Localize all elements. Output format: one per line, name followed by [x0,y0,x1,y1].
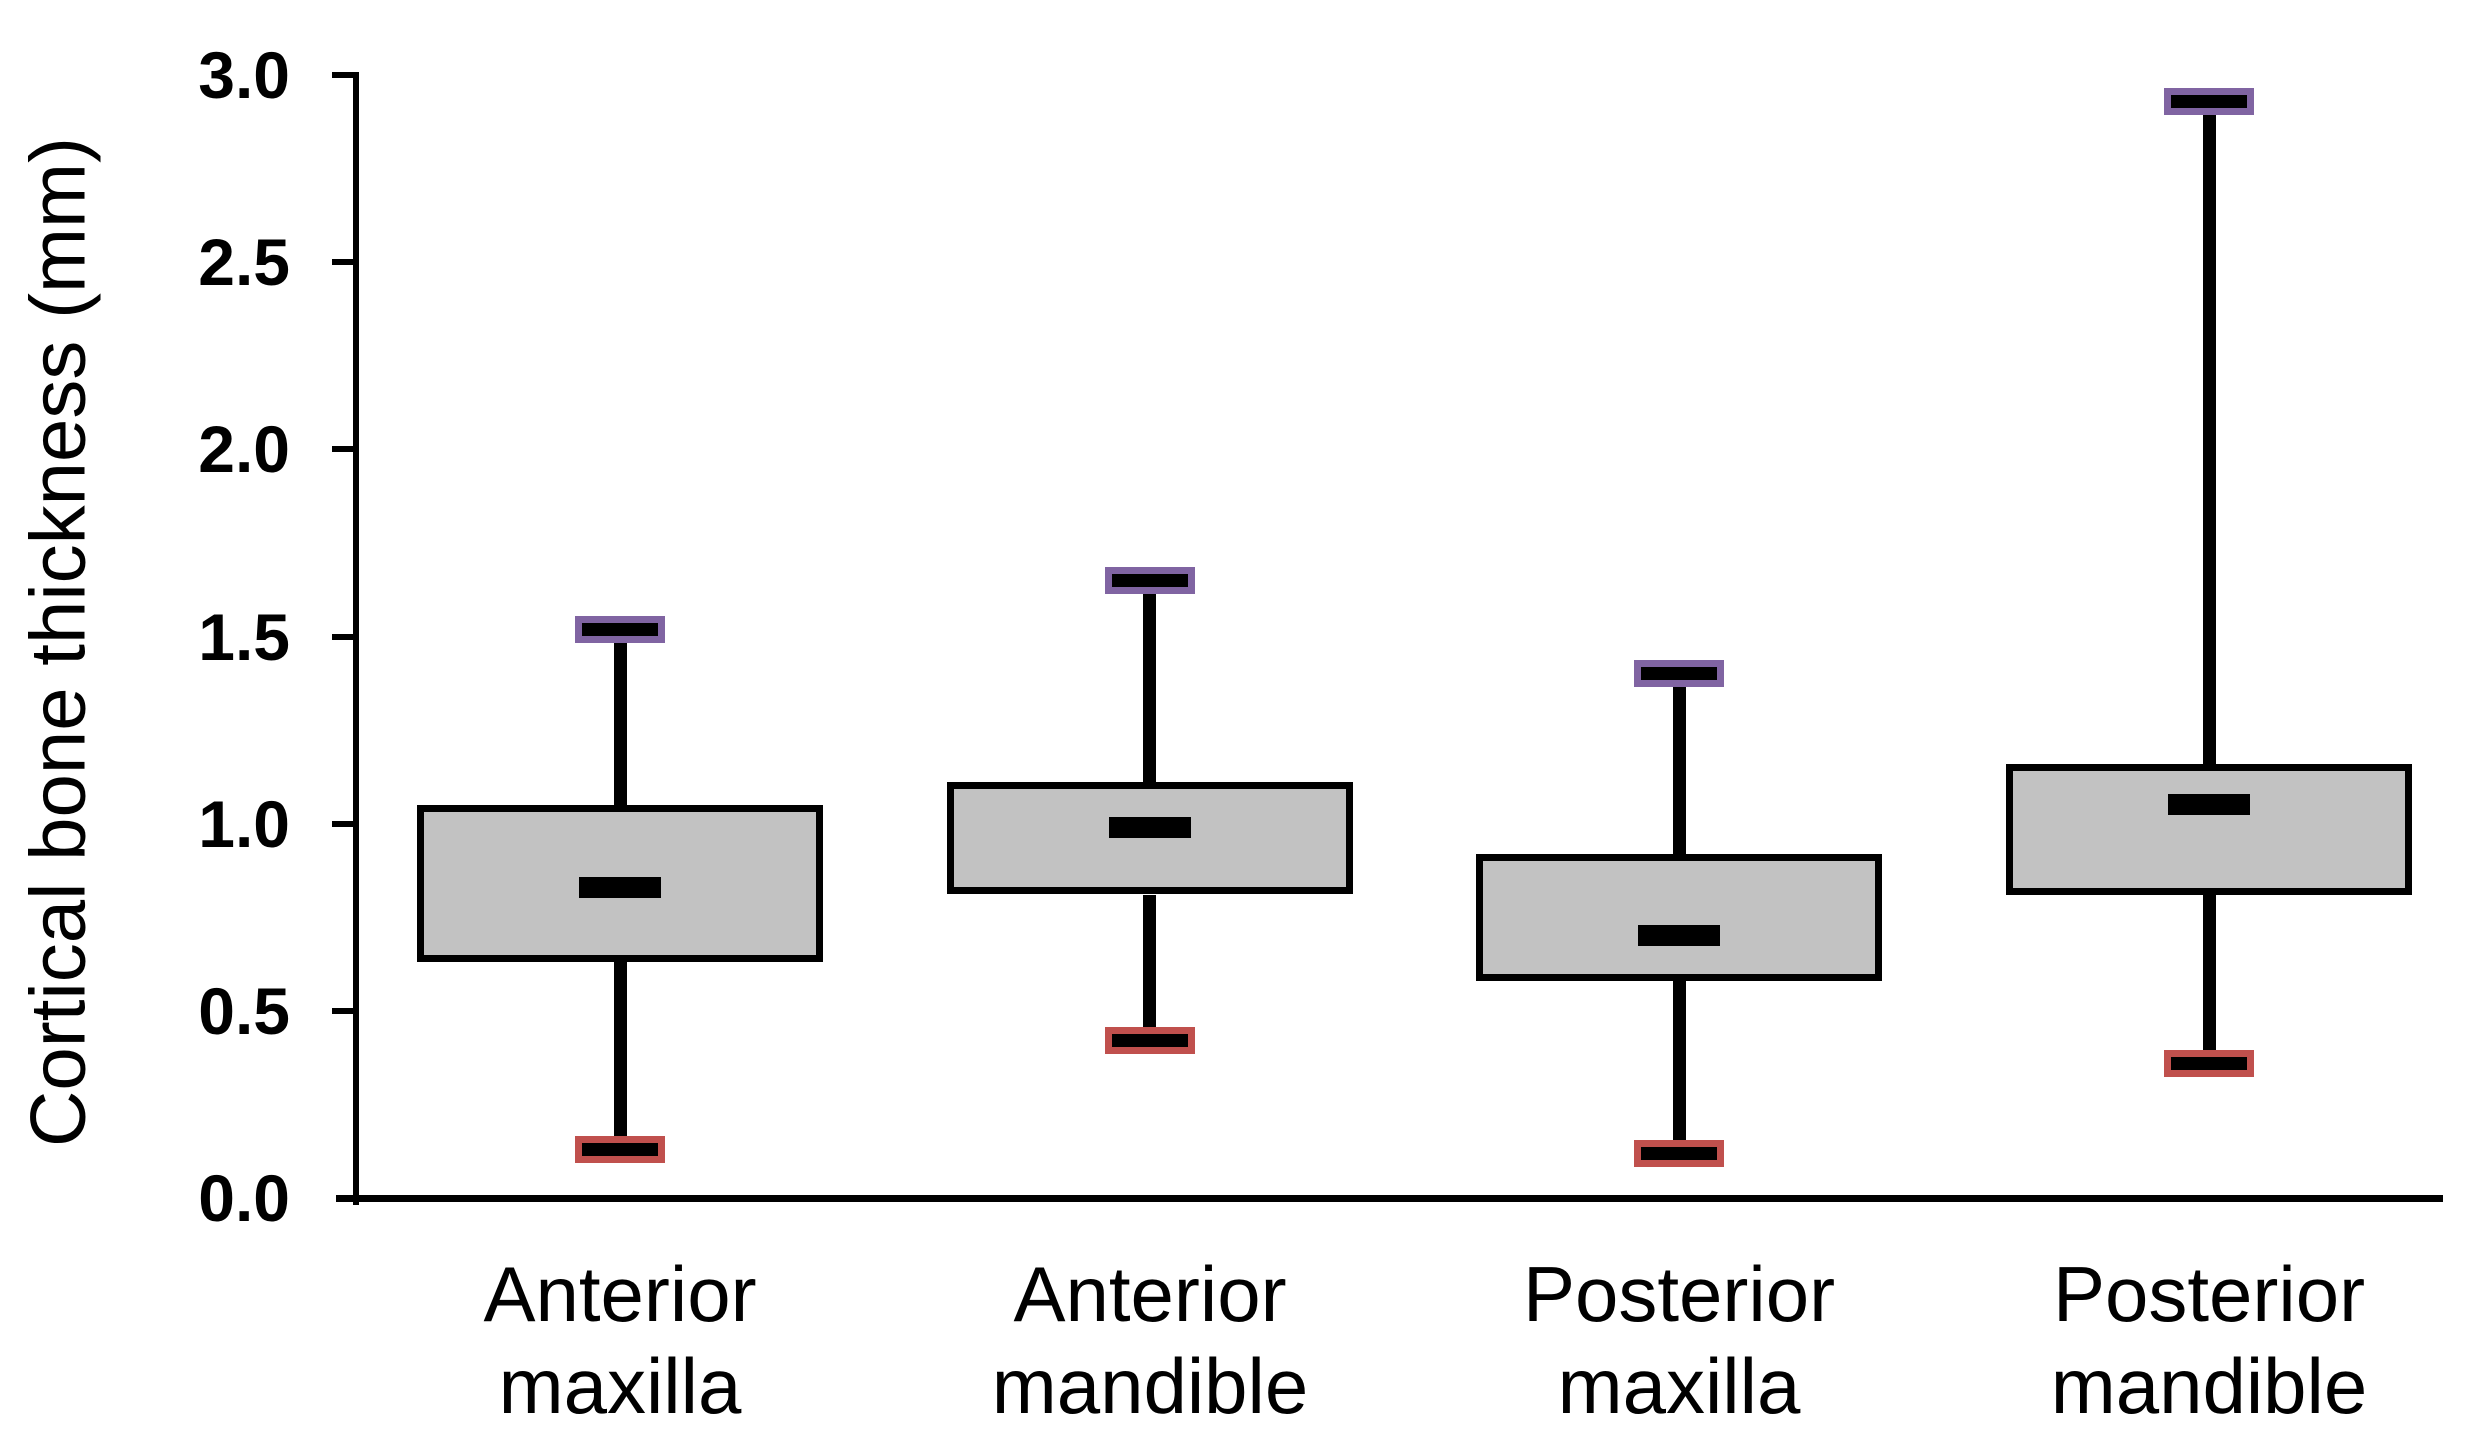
y-tick-label: 2.5 [198,225,290,299]
upper-whisker-anterior-maxilla [614,629,627,805]
max-cap-posterior-mandible [2164,88,2254,115]
y-tick-label: 0.5 [198,974,290,1048]
x-axis-line [336,1195,2443,1202]
x-category-label-line: mandible [991,1342,1309,1431]
upper-whisker-posterior-maxilla [1673,674,1686,854]
y-tick-label: 2.0 [198,412,290,486]
median-posterior-maxilla [1638,925,1720,946]
max-cap-anterior-mandible [1105,567,1195,594]
x-category-label-line: mandible [2050,1342,2368,1431]
x-category-label-line: Posterior [1522,1250,1836,1338]
box-anterior-maxilla [417,805,823,962]
min-cap-posterior-maxilla [1634,1140,1724,1167]
median-anterior-maxilla [579,877,661,898]
x-category-label-line: maxilla [498,1342,742,1431]
x-category-label-line: maxilla [1557,1342,1801,1431]
x-category-label-line: Anterior [483,1250,757,1338]
y-axis-line [353,72,359,1205]
upper-whisker-anterior-mandible [1143,580,1156,782]
min-cap-posterior-mandible [2164,1050,2254,1077]
y-tick-mark [332,446,353,452]
lower-whisker-anterior-maxilla [614,962,627,1149]
max-cap-posterior-maxilla [1634,660,1724,687]
y-tick-mark [332,72,353,78]
median-anterior-mandible [1109,817,1191,838]
x-category-label-line: Anterior [1013,1250,1287,1338]
y-tick-mark [332,1008,353,1014]
y-tick-label: 3.0 [198,38,290,112]
lower-whisker-anterior-mandible [1143,895,1156,1041]
x-category-label-line: Posterior [2052,1250,2366,1338]
min-cap-anterior-mandible [1105,1027,1195,1054]
lower-whisker-posterior-mandible [2203,895,2216,1063]
upper-whisker-posterior-mandible [2203,101,2216,764]
y-tick-label: 0.0 [198,1161,290,1235]
y-tick-label: 1.0 [198,787,290,861]
y-tick-mark [332,821,353,827]
min-cap-anterior-maxilla [575,1136,665,1163]
max-cap-anterior-maxilla [575,616,665,643]
box-anterior-mandible [947,782,1353,894]
y-tick-mark [332,634,353,640]
box-posterior-mandible [2006,764,2412,895]
box-posterior-maxilla [1476,854,1882,981]
median-posterior-mandible [2168,794,2250,815]
y-tick-mark [332,259,353,265]
lower-whisker-posterior-maxilla [1673,981,1686,1153]
y-tick-label: 1.5 [198,600,290,674]
